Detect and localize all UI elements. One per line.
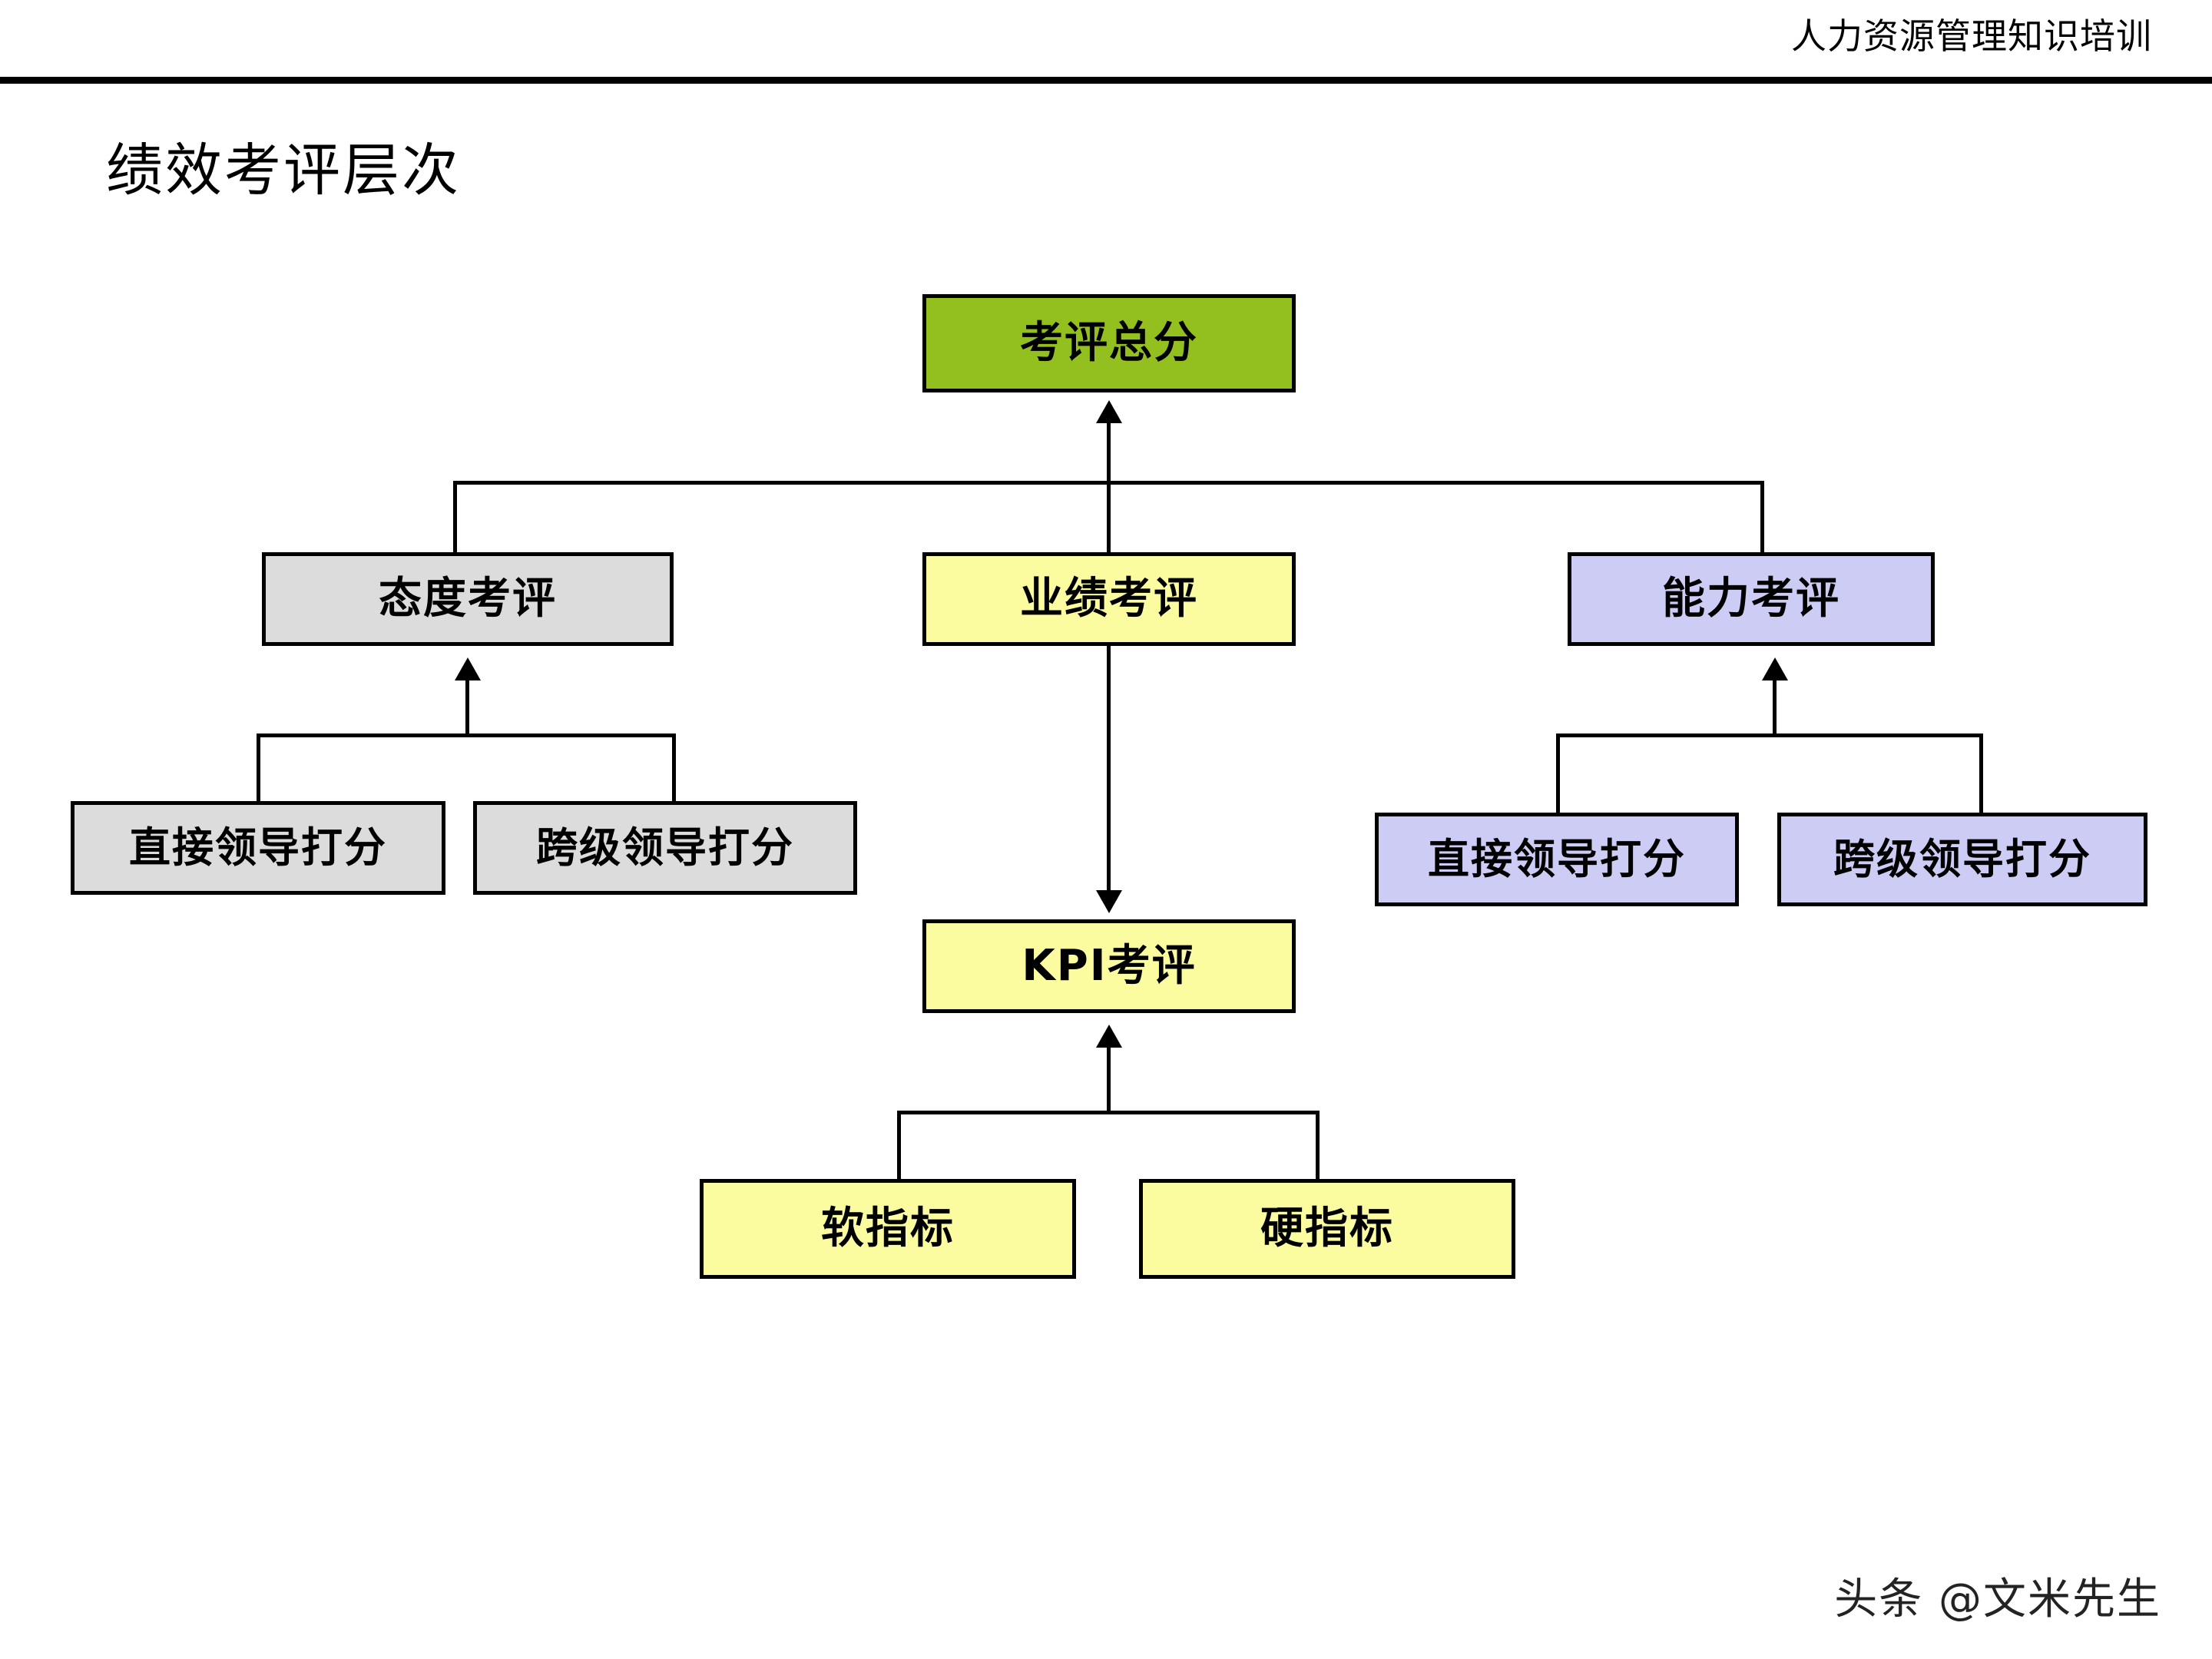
connector-drop-ability-direct <box>1556 733 1560 814</box>
connector-drop-ability-skip <box>1979 733 1983 814</box>
node-ability-appraisal[interactable]: 能力考评 <box>1568 552 1935 646</box>
connector-drop-attitude-direct <box>257 733 260 803</box>
connector-ability-stem <box>1773 680 1777 736</box>
header-divider <box>0 77 2212 84</box>
connector-kpi-bus <box>897 1111 1320 1114</box>
node-attitude-skip-leader-score[interactable]: 跨级领导打分 <box>473 801 857 895</box>
arrow-to-kpi <box>1096 890 1122 913</box>
arrow-to-total-score <box>1096 400 1122 423</box>
connector-ability-bus <box>1556 733 1983 737</box>
node-total-score[interactable]: 考评总分 <box>922 294 1296 392</box>
node-kpi-appraisal[interactable]: KPI考评 <box>922 919 1296 1013</box>
header-course-title: 人力资源管理知识培训 <box>1791 15 2152 57</box>
connector-drop-ability <box>1760 481 1764 554</box>
node-ability-skip-leader-score[interactable]: 跨级领导打分 <box>1777 813 2147 906</box>
node-attitude-direct-leader-score[interactable]: 直接领导打分 <box>71 801 445 895</box>
connector-kpi-stem <box>1107 1048 1111 1113</box>
connector-drop-hard <box>1316 1111 1320 1181</box>
node-attitude-appraisal[interactable]: 态度考评 <box>262 552 674 646</box>
node-ability-direct-leader-score[interactable]: 直接领导打分 <box>1375 813 1739 906</box>
connector-attitude-bus <box>257 733 676 737</box>
connector-drop-attitude <box>453 481 457 554</box>
page-title: 绩效考评层次 <box>106 137 461 204</box>
arrow-to-ability <box>1762 657 1788 680</box>
node-performance-appraisal[interactable]: 业绩考评 <box>922 552 1296 646</box>
arrow-to-attitude <box>455 657 481 680</box>
connector-performance-to-kpi <box>1107 646 1111 890</box>
node-soft-indicator[interactable]: 软指标 <box>700 1179 1076 1279</box>
arrow-to-kpi-from-indicators <box>1096 1025 1122 1048</box>
connector-attitude-stem <box>465 680 469 736</box>
connector-total-stem <box>1107 423 1111 485</box>
slide-header: 人力资源管理知识培训 <box>0 0 2212 84</box>
connector-drop-attitude-skip <box>672 733 676 803</box>
watermark-credit: 头条 @文米先生 <box>1834 1575 2161 1624</box>
connector-drop-soft <box>897 1111 901 1181</box>
node-hard-indicator[interactable]: 硬指标 <box>1139 1179 1515 1279</box>
connector-drop-performance <box>1107 481 1111 554</box>
